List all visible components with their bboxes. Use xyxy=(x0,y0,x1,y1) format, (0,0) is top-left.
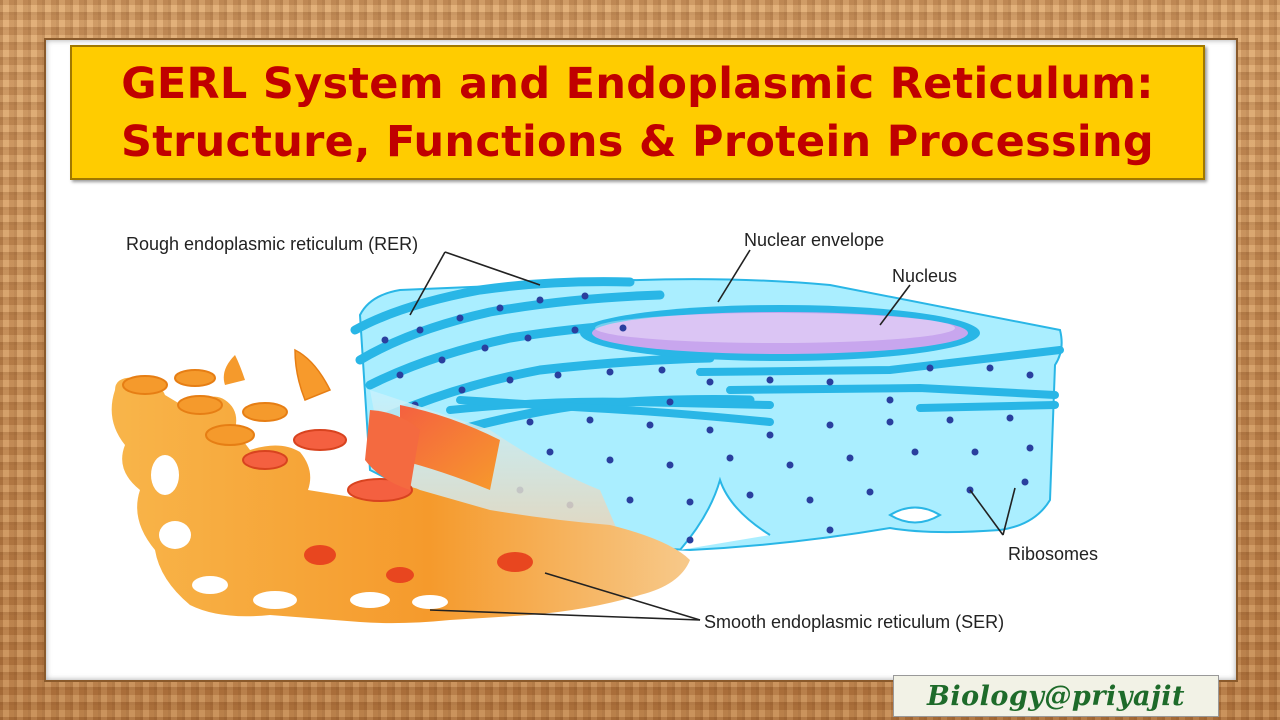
label-ser: Smooth endoplasmic reticulum (SER) xyxy=(704,612,1005,632)
title-line-1: GERL System and Endoplasmic Reticulum: xyxy=(121,58,1154,109)
label-ribosomes: Ribosomes xyxy=(1008,544,1099,564)
credit-text: Biology@priyajit xyxy=(927,680,1185,712)
title-banner: GERL System and Endoplasmic Reticulum: S… xyxy=(70,45,1205,180)
label-rer: Rough endoplasmic reticulum (RER) xyxy=(126,234,419,254)
nucleus-shape xyxy=(580,305,980,361)
label-nuclear-envelope: Nuclear envelope xyxy=(744,230,885,250)
title-line-2: Structure, Functions & Protein Processin… xyxy=(121,116,1154,167)
er-diagram xyxy=(111,249,1064,624)
ser-body xyxy=(111,348,690,624)
label-nucleus: Nucleus xyxy=(892,266,958,286)
leader-lines xyxy=(409,249,1016,621)
credit-badge: Biology@priyajit xyxy=(893,675,1219,717)
